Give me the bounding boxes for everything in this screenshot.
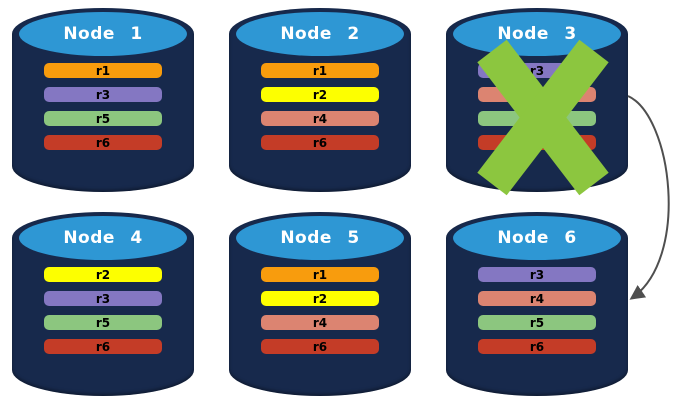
replica-bar: r3 [478,267,596,282]
replica-bar: r5 [478,315,596,330]
replica-bar: r4 [478,87,596,102]
cylinder-top: Node 4 [19,216,187,260]
node-label: Node 1 [63,24,143,44]
replica-list: r2 r3 r5 r6 [44,267,162,354]
replica-bar: r1 [261,267,379,282]
node-cylinder: Node 4 r2 r3 r5 r6 [12,212,194,396]
replica-bar: r5 [44,315,162,330]
cylinder-top: Node 1 [19,12,187,56]
node-label: Node 2 [280,24,360,44]
node-label: Node 4 [63,228,143,248]
replica-list: r3 r4 r5 r6 [478,63,596,150]
node-cylinder: Node 1 r1 r3 r5 r6 [12,8,194,192]
replica-bar: r2 [261,291,379,306]
replica-bar: r6 [261,135,379,150]
node-label: Node 5 [280,228,360,248]
replica-bar: r1 [261,63,379,78]
node-cylinder: Node 3 r3 r4 r5 r6 [446,8,628,192]
replica-bar: r6 [261,339,379,354]
cylinder-top: Node 6 [453,216,621,260]
cylinder-top: Node 3 [453,12,621,56]
node-label: Node 3 [497,24,577,44]
cylinder-top: Node 2 [236,12,404,56]
node-cylinder: Node 6 r3 r4 r5 r6 [446,212,628,396]
replica-bar: r2 [44,267,162,282]
replica-bar: r4 [261,315,379,330]
replica-bar: r4 [478,291,596,306]
replica-bar: r5 [478,111,596,126]
replica-list: r1 r3 r5 r6 [44,63,162,150]
replica-bar: r6 [44,135,162,150]
replica-bar: r1 [44,63,162,78]
replica-bar: r5 [44,111,162,126]
node-label: Node 6 [497,228,577,248]
replica-list: r3 r4 r5 r6 [478,267,596,354]
nodes-grid: Node 1 r1 r3 r5 r6 Node 2 r1 r2 r4 r6 Node 3 r… [12,8,628,396]
replica-bar: r2 [261,87,379,102]
replica-bar: r4 [261,111,379,126]
replica-list: r1 r2 r4 r6 [261,267,379,354]
cylinder-top: Node 5 [236,216,404,260]
replica-bar: r6 [478,339,596,354]
node-cylinder: Node 5 r1 r2 r4 r6 [229,212,411,396]
replica-bar: r3 [44,87,162,102]
replica-bar: r3 [44,291,162,306]
arrow-curve [627,95,670,300]
replica-bar: r6 [44,339,162,354]
replica-list: r1 r2 r4 r6 [261,63,379,150]
replica-bar: r3 [478,63,596,78]
replica-bar: r6 [478,135,596,150]
node-cylinder: Node 2 r1 r2 r4 r6 [229,8,411,192]
